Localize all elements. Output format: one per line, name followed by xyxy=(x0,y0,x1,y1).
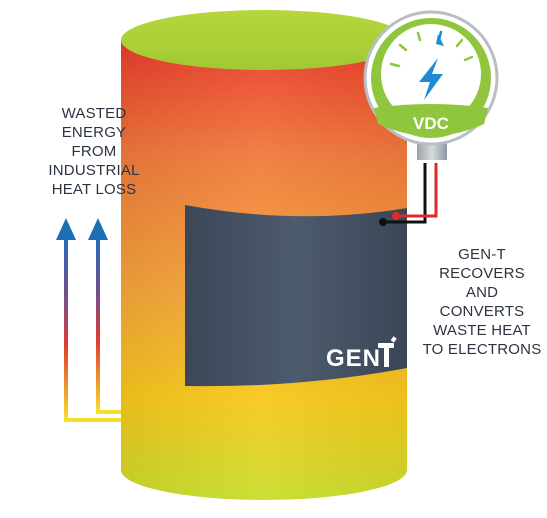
label-line: INDUSTRIAL xyxy=(48,162,140,179)
label-line: AND xyxy=(465,284,499,301)
label-line: TO ELECTRONS xyxy=(422,341,542,358)
panel-shape xyxy=(185,205,407,387)
black-wire xyxy=(383,163,427,224)
wire-terminal-black xyxy=(379,218,387,226)
label-line: RECOVERS xyxy=(439,265,525,282)
panel-logo-t-icon xyxy=(378,336,397,367)
red-wire xyxy=(396,163,438,218)
gent-recovers-label: GEN-T RECOVERS AND CONVERTS WASTE HEAT T… xyxy=(412,245,547,359)
arrow-up-icon xyxy=(88,218,108,240)
waste-heat-arrows xyxy=(56,218,121,422)
heat-arrow-outer-line xyxy=(64,235,121,422)
arrow-up-icon xyxy=(56,218,76,240)
gauge-label: VDC xyxy=(413,114,449,133)
panel-logo: GEN xyxy=(326,345,381,372)
label-line: WASTED xyxy=(61,105,127,122)
gauge-label-band xyxy=(374,104,488,136)
wasted-energy-label: WASTED ENERGY FROM INDUSTRIAL HEAT LOSS xyxy=(34,104,154,199)
gauge-needle xyxy=(436,34,444,46)
label-line: WASTE HEAT xyxy=(433,322,531,339)
lightning-bolt-icon xyxy=(419,58,443,100)
label-line: ENERGY xyxy=(61,124,127,141)
vdc-gauge: VDC xyxy=(363,10,499,160)
cylinder-top xyxy=(121,10,407,70)
heat-arrow-inner-line xyxy=(96,235,121,414)
label-line: HEAT LOSS xyxy=(51,181,137,198)
label-line: FROM xyxy=(71,143,117,160)
wire-terminal-red xyxy=(392,212,400,220)
label-line: CONVERTS xyxy=(439,303,525,320)
gent-panel: GEN xyxy=(185,205,407,387)
label-line: GEN-T xyxy=(458,246,506,263)
gauge-wires xyxy=(379,163,438,226)
